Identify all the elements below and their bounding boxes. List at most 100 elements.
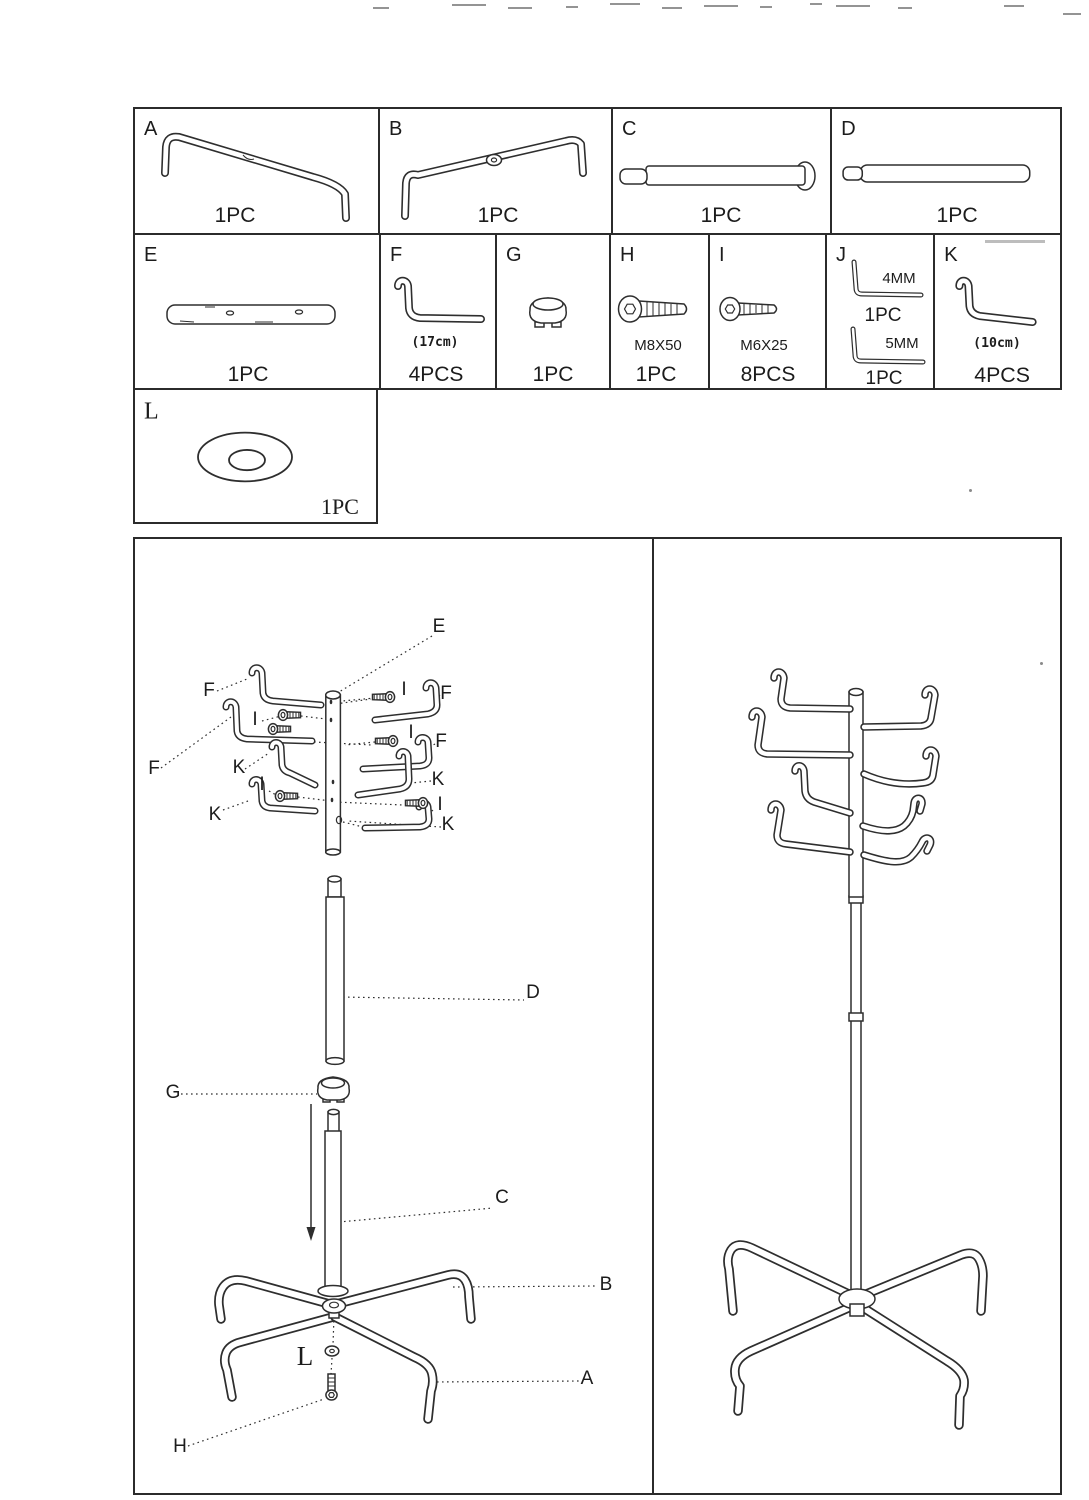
part-cell-h: H M8X50 1PC	[611, 235, 710, 388]
screw-i	[274, 789, 299, 803]
label-f: F	[435, 731, 447, 752]
part-size: (17cm)	[412, 335, 459, 350]
exploded-view-drawing: E F F F F I I I I I K K K K D G C	[148, 616, 613, 1457]
legs-a	[219, 1312, 438, 1424]
label-i: I	[408, 722, 413, 743]
assembled-base-hub	[838, 1288, 876, 1317]
part-qty: 1PC	[936, 204, 977, 227]
pole-e	[324, 690, 343, 856]
assembled-hook	[770, 668, 854, 713]
part-i-bolt	[719, 296, 778, 322]
hook-f-left-1	[248, 664, 325, 709]
scan-dash	[1004, 5, 1024, 7]
part-h-drawing: H M8X50 1PC	[617, 244, 688, 386]
label-i: I	[252, 709, 257, 730]
assembled-hook	[748, 707, 854, 759]
part-size: (10cm)	[973, 336, 1021, 351]
scan-dash	[836, 5, 870, 7]
part-cell-d: D 1PC	[832, 109, 1060, 233]
scan-dash	[662, 7, 682, 9]
part-qty: 8PCS	[741, 363, 796, 386]
assembled-hook	[859, 794, 926, 835]
part-cell-f: F (17cm) 4PCS	[381, 235, 497, 388]
label-e: E	[433, 616, 446, 637]
label-i: I	[437, 794, 442, 815]
part-i-drawing: I M6X25 8PCS	[719, 244, 796, 386]
part-letter: B	[389, 118, 402, 140]
part-qty: 4PCS	[409, 363, 464, 386]
assembled-hook	[767, 800, 854, 856]
assembled-pole	[848, 687, 864, 1299]
insert-arrow	[306, 1104, 316, 1241]
part-k-drawing: K (10cm) 4PCS	[944, 244, 1037, 387]
scan-dash	[810, 3, 822, 5]
part-cell-k: K (10cm) 4PCS	[935, 235, 1060, 388]
scan-dash	[373, 7, 389, 9]
part-size: M8X50	[634, 337, 682, 354]
pole-d	[325, 875, 345, 1066]
part-g-cap	[528, 297, 568, 328]
part-size: M6X25	[740, 337, 788, 354]
exploded-view-panel: E F F F F I I I I I K K K K D G C	[135, 539, 654, 1493]
assembly-diagrams: E F F F F I I I I I K K K K D G C	[133, 537, 1062, 1495]
label-f: F	[148, 758, 160, 779]
tool-qty: 1PC	[866, 368, 903, 388]
label-d: D	[526, 982, 540, 1003]
part-letter: I	[719, 244, 725, 266]
hook-f-right-1	[371, 679, 441, 724]
scan-dash	[508, 7, 532, 9]
part-cell-b: B 1PC	[380, 109, 613, 233]
part-letter: J	[836, 244, 846, 266]
part-b-drawing: B 1PC	[389, 118, 587, 227]
label-g: G	[166, 1082, 181, 1103]
part-letter: C	[622, 118, 636, 140]
part-d-drawing: D 1PC	[841, 118, 1031, 227]
hook-k-right-1	[354, 748, 413, 799]
allen-key-5mm	[850, 326, 926, 365]
assembled-view-panel	[654, 539, 1060, 1493]
allen-key-4mm	[851, 259, 924, 298]
label-k: K	[442, 814, 455, 835]
part-j-drawing: J 4MM 1PC 5MM 1PC	[836, 244, 926, 388]
tool-size: 4MM	[882, 270, 915, 287]
parts-table-row-2: E 1PC F (17cm) 4PCS	[135, 235, 1060, 388]
scan-dash	[610, 3, 640, 5]
part-letter: D	[841, 118, 856, 140]
assembled-legs-a	[730, 1300, 969, 1430]
label-f: F	[440, 683, 452, 704]
label-i: I	[259, 774, 264, 795]
screw-i	[404, 796, 429, 810]
label-b: B	[600, 1274, 613, 1295]
part-a-tube	[161, 132, 350, 222]
scan-smudge	[985, 240, 1045, 243]
part-e-tube	[166, 304, 336, 325]
screw-i	[277, 708, 302, 722]
part-d-pole	[842, 164, 1031, 183]
cap-g	[316, 1076, 351, 1103]
part-cell-c: C 1PC	[613, 109, 832, 233]
pole-c	[317, 1108, 349, 1298]
part-qty: 1PC	[215, 204, 256, 227]
part-qty: 1PC	[228, 363, 269, 386]
part-h-bolt	[617, 295, 688, 323]
scan-dash	[760, 6, 772, 8]
part-cell-e: E 1PC	[135, 235, 381, 388]
scan-speck	[969, 489, 972, 492]
part-f-drawing: F (17cm) 4PCS	[390, 244, 485, 386]
label-f: F	[203, 680, 215, 701]
pole-joint-lines	[849, 896, 863, 1022]
screw-i	[374, 734, 399, 748]
hook-k-left-1	[268, 739, 319, 789]
part-l-drawing: L 1PC	[144, 397, 359, 519]
assembled-hook	[860, 746, 940, 788]
leader-lines	[160, 635, 598, 1447]
part-cell-a: A 1PC	[135, 109, 380, 233]
scan-dash	[452, 4, 486, 6]
assembled-view-drawing	[723, 668, 988, 1430]
assembled-hook	[860, 834, 935, 866]
assembled-hook	[860, 685, 939, 731]
part-cell-j: J 4MM 1PC 5MM 1PC	[827, 235, 935, 388]
label-k: K	[233, 757, 246, 778]
label-a: A	[581, 1368, 594, 1389]
part-b-tube	[401, 136, 587, 220]
